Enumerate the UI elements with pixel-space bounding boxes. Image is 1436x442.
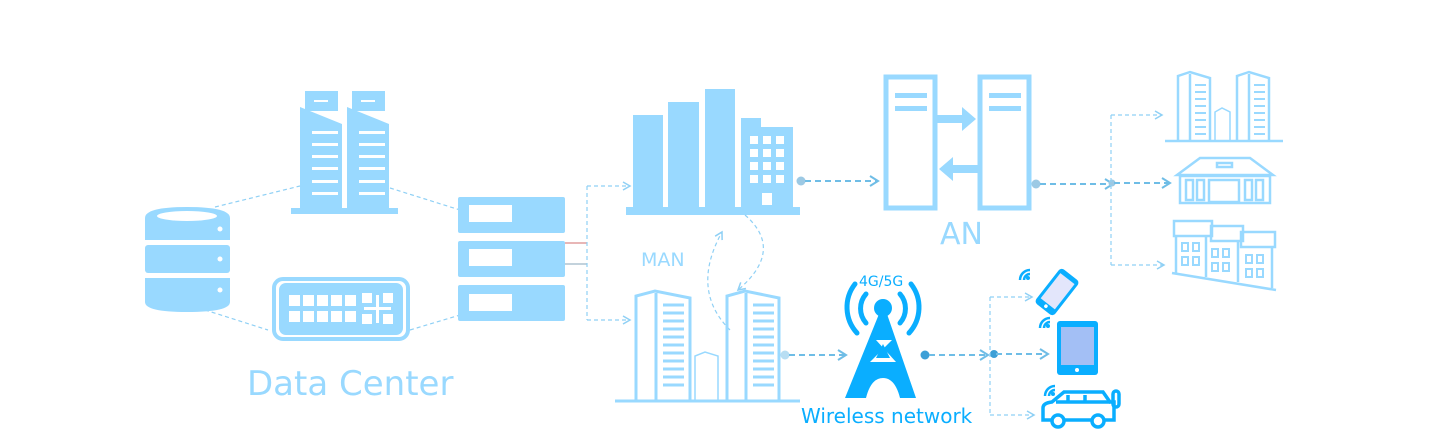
connector-dot bbox=[796, 176, 806, 186]
car-icon bbox=[1041, 384, 1121, 429]
database-icon bbox=[145, 207, 230, 312]
skyscrapers-icon bbox=[615, 289, 800, 403]
an-label: AN bbox=[940, 217, 983, 252]
man-label: MAN bbox=[641, 249, 685, 271]
bank-building-icon bbox=[1173, 156, 1277, 205]
man-loop-arrows bbox=[707, 214, 764, 331]
office-towers-icon bbox=[291, 91, 398, 214]
city-buildings-icon bbox=[626, 89, 800, 215]
tablet-icon bbox=[1038, 316, 1098, 375]
server-to-man-links bbox=[565, 181, 632, 325]
data-center-links bbox=[204, 185, 461, 331]
office-complex-icon bbox=[1165, 70, 1283, 143]
city-to-tower-link bbox=[780, 349, 848, 361]
access-node-icon bbox=[883, 74, 1032, 211]
row-houses-icon bbox=[1171, 219, 1277, 292]
an-to-endpoints-links bbox=[1031, 110, 1172, 270]
cell-tower-icon bbox=[844, 281, 922, 398]
wireless-network-label: Wireless network bbox=[801, 404, 973, 428]
smartphone-icon bbox=[1018, 268, 1079, 316]
server-rack-icon bbox=[458, 197, 565, 321]
tower-badge-label: 4G/5G bbox=[859, 274, 903, 290]
tower-to-devices-links bbox=[920, 292, 1050, 420]
network-switch-icon bbox=[272, 277, 410, 341]
data-center-label: Data Center bbox=[247, 364, 453, 404]
